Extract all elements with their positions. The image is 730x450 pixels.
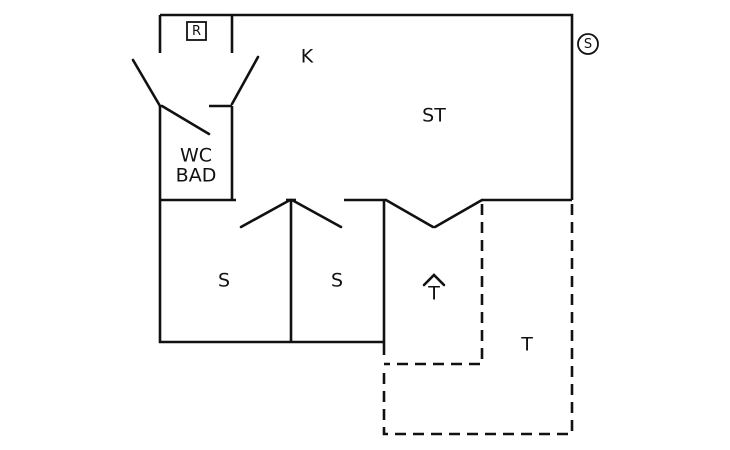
- room-label-living: ST: [422, 105, 446, 127]
- terrace-outlines: [382, 204, 574, 436]
- room-label-kitchen: K: [301, 46, 314, 68]
- terrace-outer-outline: [382, 204, 574, 436]
- door-wc: [160, 104, 211, 136]
- wall-left-lower: [158, 106, 383, 344]
- walls: [158, 13, 574, 355]
- door-terrace-left: [384, 198, 435, 229]
- doors: [131, 55, 484, 229]
- door-entry-left: [131, 58, 162, 108]
- door-terrace-right: [433, 198, 484, 229]
- door-entry-right: [230, 55, 260, 106]
- room-label-wc: WC: [180, 145, 212, 167]
- room-label-bedroom-1: S: [218, 270, 230, 292]
- door-bedroom-1: [239, 198, 292, 229]
- room-label-terrace-inner: T: [427, 283, 440, 305]
- s-circle-label: S: [584, 37, 592, 52]
- room-label-bath: BAD: [176, 165, 217, 187]
- r-box-symbol: R: [186, 21, 207, 41]
- room-label-terrace-outer: T: [520, 334, 533, 356]
- door-bedroom-2: [290, 198, 343, 229]
- wall-top: [160, 13, 574, 200]
- room-label-bedroom-2: S: [331, 270, 343, 292]
- up-arrow-icon: [422, 273, 446, 287]
- s-circle-symbol: S: [577, 33, 599, 55]
- room-labels: K ST WC BAD S S T T: [176, 46, 534, 356]
- terrace-inner-outline: [384, 204, 484, 366]
- r-box-label: R: [192, 24, 201, 39]
